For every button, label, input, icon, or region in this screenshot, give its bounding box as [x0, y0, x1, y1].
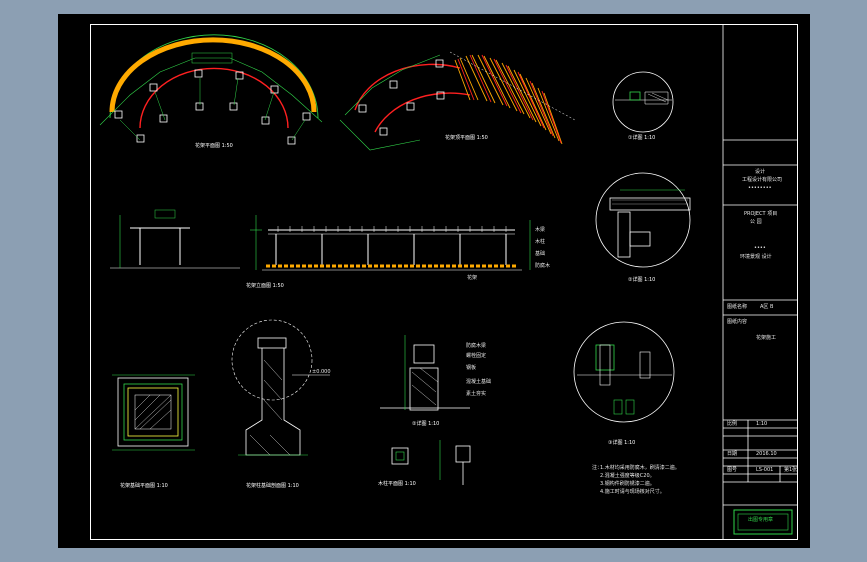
- tb-drawing-subject: 环境景观 设计: [740, 254, 772, 260]
- notes-line-3: 3.钢构件刷防锈漆二遍。: [600, 481, 655, 487]
- tb-project-name: 公 园: [750, 219, 762, 225]
- detail-1-content: [615, 91, 672, 105]
- tb-drawing-no-label: 图纸名称: [727, 304, 748, 310]
- detail-mid-callout-2: 螺栓固定: [466, 353, 487, 359]
- detail-3-title: ③详图 1:10: [608, 440, 636, 446]
- tb-date-value: 2016.10: [756, 451, 777, 457]
- column-section-drawing: [231, 319, 330, 456]
- detail-mid-drawing: [380, 335, 470, 411]
- elevation-callout-2: 木柱: [535, 239, 546, 245]
- left-plan-title: 花架平面图 1:50: [195, 143, 233, 149]
- elevation-callout-1: 木梁: [535, 227, 546, 233]
- foundation-plan-drawing: [112, 374, 195, 451]
- tb-drawing-no-value: A区 B: [760, 304, 774, 310]
- cad-viewport[interactable]: [58, 14, 810, 548]
- elevation-drawing: [250, 215, 531, 271]
- elevation-title: 花架立面图 1:50: [246, 283, 284, 289]
- right-plan-drawing: [339, 51, 576, 151]
- tb-sheet-label: 图纸内容: [727, 319, 748, 325]
- left-plan-drawing: [99, 34, 323, 145]
- tb-scale-label: 比例: [727, 421, 738, 427]
- tb-stars: ••••: [754, 245, 766, 251]
- detail-2-title: ②详图 1:10: [628, 277, 656, 283]
- detail-3-content: [577, 344, 672, 415]
- tb-stamp: 出图专用章: [748, 517, 774, 523]
- tb-company-2: 工程设计有限公司: [742, 177, 783, 183]
- side-elevation-drawing: [110, 209, 240, 269]
- notes-line-4: 4.施工时请与现场核对尺寸。: [600, 489, 665, 495]
- detail-mid-callout-1: 防腐木梁: [466, 343, 487, 349]
- column-section-title: 花架柱基础剖面图 1:10: [246, 483, 299, 489]
- foundation-plan-title: 花架基础平面图 1:10: [120, 483, 168, 489]
- right-plan-title: 花架顶平面图 1:50: [445, 135, 488, 141]
- elevation-note: 花架: [467, 275, 478, 281]
- detail-1-title: ①详图 1:10: [628, 135, 656, 141]
- detail-2-content: [609, 189, 691, 258]
- wood-column-title: 木柱平面图 1:10: [378, 481, 416, 487]
- notes-header: 注：: [592, 465, 603, 471]
- tb-project-label: PROJECT 项目: [744, 211, 778, 217]
- tb-date-label: 日期: [727, 451, 738, 457]
- tb-code-label: 图号: [727, 467, 738, 473]
- elevation-callout-4: 防腐木: [535, 263, 551, 269]
- stamp-box: [733, 509, 793, 535]
- wood-column-drawing: [391, 440, 471, 485]
- tb-code-suffix: 第1张: [784, 467, 798, 473]
- notes-line-1: 1.木材均采用防腐木，刷清漆二遍。: [600, 465, 680, 471]
- elevation-callout-3: 基础: [535, 251, 546, 257]
- detail-mid-callout-5: 素土夯实: [466, 391, 487, 397]
- tb-code-value: LS-001: [756, 467, 774, 473]
- tb-company-1: 设计: [755, 169, 766, 175]
- title-block-lines: [722, 24, 798, 540]
- notes-line-2: 2.混凝土强度等级C20。: [600, 473, 655, 479]
- column-section-level: ±0.000: [312, 369, 331, 375]
- tb-sheet-value: 花架施工: [756, 335, 777, 341]
- drawing-frame: [90, 24, 798, 540]
- detail-mid-title: ②详图 1:10: [412, 421, 440, 427]
- tb-dots: ••••••••: [748, 185, 772, 191]
- detail-mid-callout-4: 混凝土基础: [466, 379, 492, 385]
- detail-circles: [573, 71, 691, 423]
- detail-mid-callout-3: 钢板: [466, 365, 477, 371]
- tb-scale-value: 1:10: [756, 421, 768, 427]
